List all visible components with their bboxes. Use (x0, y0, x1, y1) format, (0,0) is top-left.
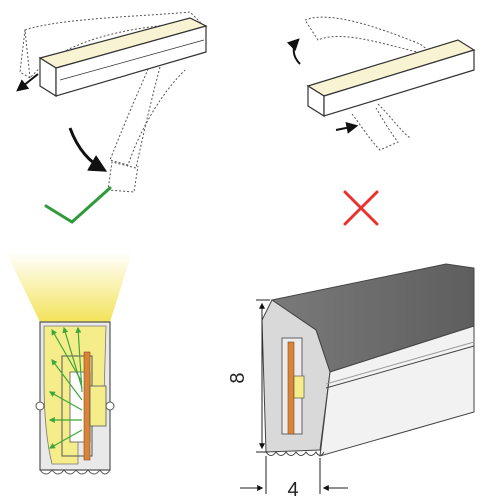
front-led (293, 375, 305, 399)
light-emission-panel (6, 252, 132, 475)
light-arrow-4 (51, 359, 83, 401)
front-pcb (287, 341, 295, 435)
arrow-down-curved (68, 127, 108, 172)
arrow-up-curved (286, 38, 301, 65)
ghost-strip-down (351, 107, 399, 151)
profile-dimension-panel: 8 4 (227, 263, 475, 498)
ghost-strip-down-2 (377, 103, 411, 139)
pcb-strip (83, 351, 91, 461)
scalloped-base (39, 469, 111, 475)
dim-height-label: 8 (227, 372, 249, 383)
dim-width-label: 4 (287, 479, 298, 498)
light-beam (6, 252, 132, 322)
ghost-strip-left-end (19, 29, 31, 79)
light-arrow-3 (75, 326, 83, 393)
arrow-left (16, 73, 39, 92)
ghost-strip-down-end (107, 66, 161, 193)
profile-groove-highlight (325, 341, 475, 385)
notch-left (35, 401, 45, 411)
strip-side-line (59, 39, 205, 81)
light-arrow-7 (48, 429, 83, 449)
profile-scallop (265, 451, 325, 456)
cross-mark-icon-b (343, 190, 379, 226)
check-mark-icon (44, 186, 112, 224)
ghost-strip-up (304, 16, 437, 57)
notch-right (105, 401, 115, 411)
strip-side-face (55, 25, 207, 97)
light-arrow-5 (48, 391, 83, 411)
incorrect-bend-panel (286, 16, 476, 226)
correct-bend-panel (16, 11, 208, 224)
led-chip (89, 385, 107, 427)
profile-groove (325, 345, 475, 389)
ghost-strip-down (109, 64, 186, 166)
profile-side-face (319, 325, 475, 457)
light-arrow-2 (62, 326, 83, 389)
strip-side-face-2 (323, 49, 475, 117)
arrow-right (335, 121, 359, 134)
